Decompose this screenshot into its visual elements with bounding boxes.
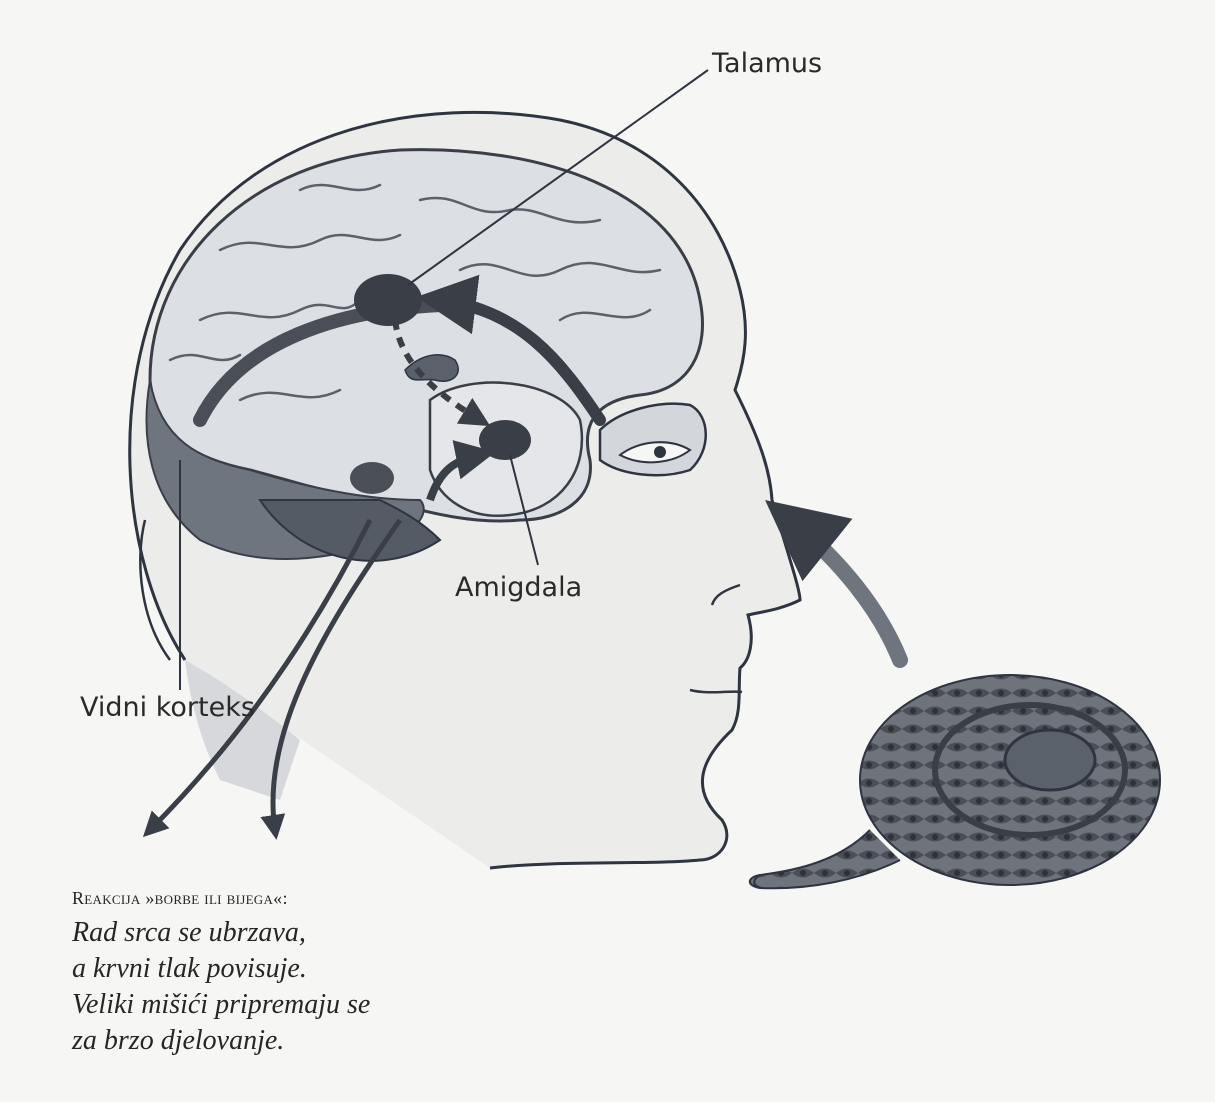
label-amigdala: Amigdala — [455, 572, 582, 603]
caption-line: a krvni tlak povisuje. — [72, 951, 492, 987]
eye-pupil — [654, 446, 666, 458]
snake-to-eye-arrow — [790, 520, 900, 660]
caption-line: za brzo djelovanje. — [72, 1023, 492, 1059]
caption-line: Rad srca se ubrzava, — [72, 915, 492, 951]
label-vidni-korteks: Vidni korteks — [80, 692, 255, 723]
snake — [750, 675, 1160, 888]
caption: Reakcija »borbe ili bijega«: Rad srca se… — [72, 888, 492, 1059]
caption-title: Reakcija »borbe ili bijega«: — [72, 888, 492, 909]
amygdala — [479, 420, 531, 460]
label-talamus: Talamus — [712, 48, 822, 79]
caption-line: Veliki mišići pripremaju se — [72, 987, 492, 1023]
brain-nucleus — [350, 462, 394, 494]
